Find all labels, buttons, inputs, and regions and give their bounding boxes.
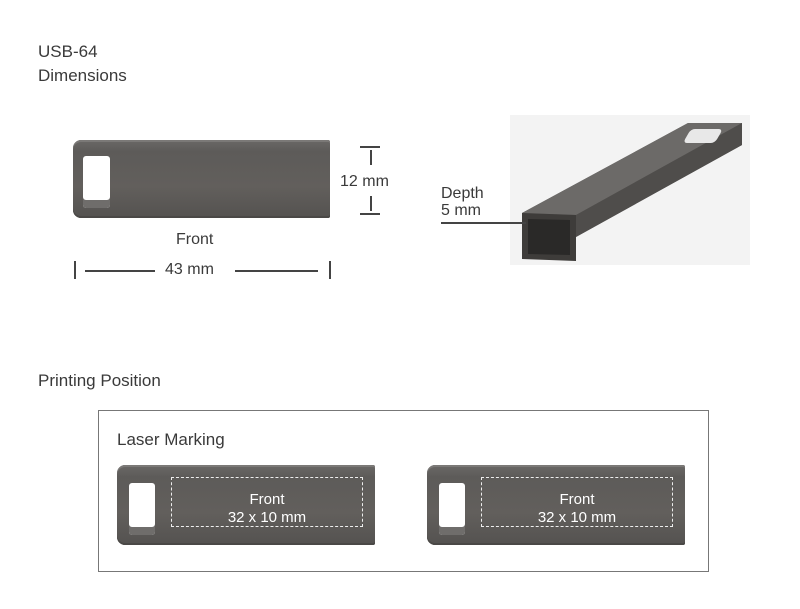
laser-marking-title: Laser Marking <box>117 430 225 449</box>
depth-label: Depth 5 mm <box>441 185 484 219</box>
height-label: 12 mm <box>340 173 389 190</box>
print-area: Front 32 x 10 mm <box>171 477 363 527</box>
section-title-printing: Printing Position <box>38 371 161 390</box>
depth-value: 5 mm <box>441 202 481 219</box>
keyring-hole <box>439 483 465 535</box>
usb-3d-image <box>510 115 750 265</box>
dim-line <box>370 196 372 211</box>
print-area-size: 32 x 10 mm <box>227 509 307 526</box>
dim-tick <box>329 261 331 279</box>
dim-tick <box>360 146 380 148</box>
print-area-label: Front <box>559 491 595 508</box>
usb-front-image <box>73 140 330 218</box>
print-area-label: Front <box>249 491 285 508</box>
front-label: Front <box>176 231 214 248</box>
dim-tick <box>360 213 380 215</box>
dim-tick <box>74 261 76 279</box>
dim-line <box>85 270 155 272</box>
dim-line <box>370 150 372 165</box>
laser-marking-panel: Laser Marking Front 32 x 10 mm Front 32 … <box>98 410 709 572</box>
usb-print-preview: Front 32 x 10 mm <box>117 465 375 545</box>
page-header: USB-64 Dimensions <box>38 40 127 88</box>
depth-title: Depth <box>441 185 484 202</box>
print-area-size: 32 x 10 mm <box>537 509 617 526</box>
section-title-dimensions: Dimensions <box>38 66 127 85</box>
keyring-hole <box>83 156 110 208</box>
dim-line <box>235 270 318 272</box>
width-label: 43 mm <box>165 261 214 278</box>
model-name: USB-64 <box>38 42 98 61</box>
depth-pointer-line <box>441 222 526 224</box>
print-area: Front 32 x 10 mm <box>481 477 673 527</box>
keyring-hole <box>129 483 155 535</box>
usb-print-preview: Front 32 x 10 mm <box>427 465 685 545</box>
